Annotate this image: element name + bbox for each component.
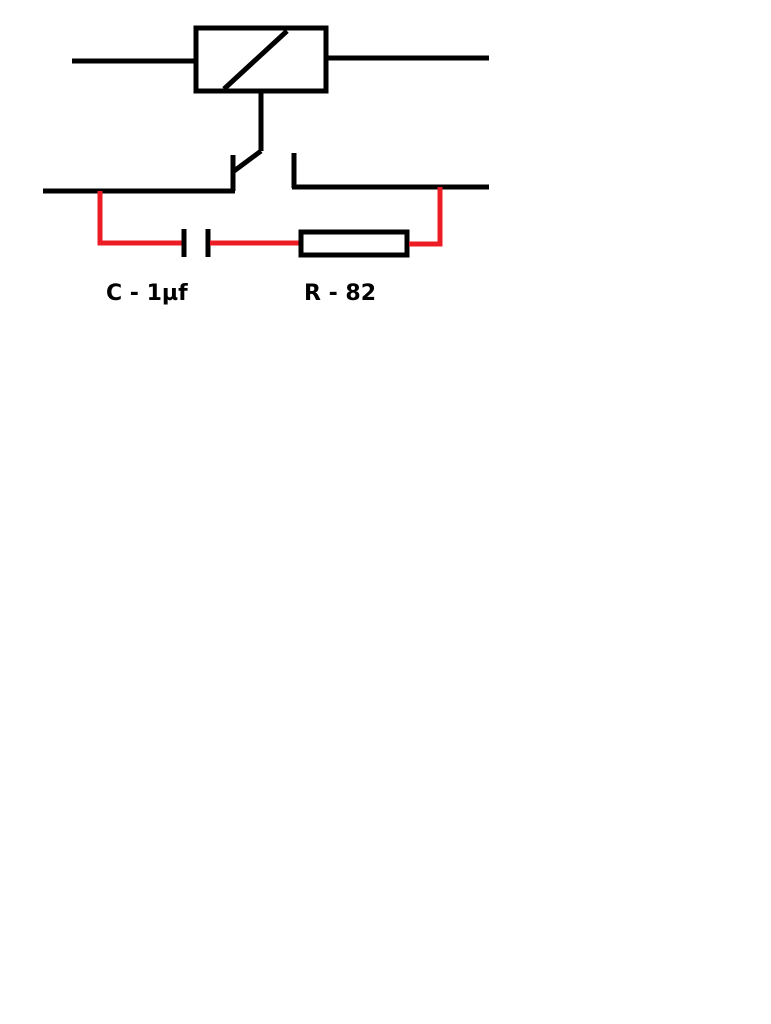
switch-blade <box>232 148 263 174</box>
switch-contact <box>43 91 489 194</box>
coil-body <box>193 25 329 94</box>
resistor-label: R - 82 <box>304 281 376 306</box>
resistor-body <box>298 229 410 258</box>
snubber-right-wire <box>409 187 443 247</box>
relay-coil <box>72 25 489 94</box>
snubber-left-wire <box>97 191 182 246</box>
coil-diagonal <box>222 29 289 91</box>
capacitor-label: C - 1µf <box>106 281 188 306</box>
rc-snubber <box>97 187 443 258</box>
